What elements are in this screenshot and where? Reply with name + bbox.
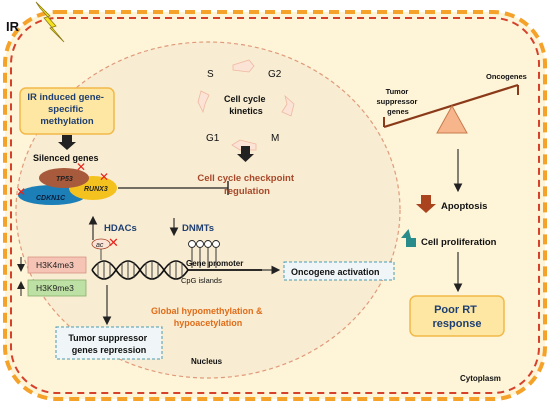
cell-cycle-title: Cell cycle kinetics	[224, 94, 268, 116]
phase-m: M	[271, 133, 279, 144]
h3k9me3-box	[27, 279, 87, 297]
oncogene-activation-box	[283, 261, 395, 281]
tp53-label: TP53	[56, 176, 73, 183]
tsg-repression-box	[55, 326, 163, 360]
phase-g2: G2	[268, 69, 282, 80]
seesaw-bar	[383, 83, 519, 129]
red-x-icon: ✕	[99, 170, 109, 184]
red-x-icon: ✕	[76, 160, 86, 174]
phase-g1: G1	[206, 133, 220, 144]
gene-promoter-label: Gene promoter	[186, 259, 243, 268]
arrow-down-icon	[58, 135, 76, 150]
apoptosis-label: Apoptosis	[441, 201, 487, 212]
apoptosis-down-arrow-icon	[416, 195, 436, 213]
seesaw-fulcrum	[436, 104, 468, 134]
red-x-icon: ✕	[108, 235, 119, 250]
tsg-repression-label: Tumor suppressor genes repression	[68, 333, 149, 355]
cpg-lollipops	[188, 240, 220, 268]
ac-label: ac	[96, 242, 104, 249]
dna-rungs	[97, 261, 183, 279]
cell-proliferation-label: Cell proliferation	[421, 237, 497, 248]
hdacs-label: HDACs	[104, 223, 137, 234]
cdkn1c-label: CDKN1C	[36, 195, 66, 202]
cpg-islands-label: CpG islands	[181, 276, 222, 285]
dnmts-label: DNMTs	[182, 223, 214, 234]
global-hypomethylation-label: Global hypomethylation & hypoacetylation	[151, 306, 265, 328]
cell-inner-border	[10, 17, 540, 394]
checkpoint-label: Cell cycle checkpoint regulation	[197, 173, 296, 197]
lightning-icon	[35, 1, 65, 43]
nucleus-label: Nucleus	[191, 357, 223, 366]
phase-s: S	[207, 69, 214, 80]
cycle-arrow-top	[232, 59, 255, 73]
oncogene-activation-label: Oncogene activation	[291, 267, 380, 277]
poor-rt-response-label: Poor RT response	[433, 304, 482, 330]
dna-helix	[91, 260, 189, 280]
cycle-arrow-right	[281, 94, 295, 117]
red-x-icon: ✕	[16, 185, 26, 199]
silenced-genes-label: Silenced genes	[33, 153, 99, 163]
runx3-label: RUNX3	[84, 186, 108, 193]
poor-rt-response-box	[409, 295, 505, 337]
proliferation-up-arrow-icon	[401, 229, 416, 247]
arrow-down-icon	[237, 146, 254, 162]
cdkn1c-oval	[18, 185, 86, 205]
methylation-box	[19, 87, 115, 135]
cytoplasm-label: Cytoplasm	[460, 374, 501, 383]
h3k4me3-label: H3K4me3	[36, 260, 74, 270]
oncogenes-label: Oncogenes	[486, 72, 527, 81]
methylation-box-label: IR induced gene- specific methylation	[27, 92, 106, 127]
cycle-arrow-left	[197, 90, 210, 114]
ir-label: IR	[6, 19, 20, 34]
tsg-balance-label: Tumor suppressor genes	[377, 87, 420, 116]
tp53-oval	[39, 168, 89, 188]
h3k4me3-box	[27, 256, 87, 274]
h3k9me3-label: H3K9me3	[36, 283, 74, 293]
